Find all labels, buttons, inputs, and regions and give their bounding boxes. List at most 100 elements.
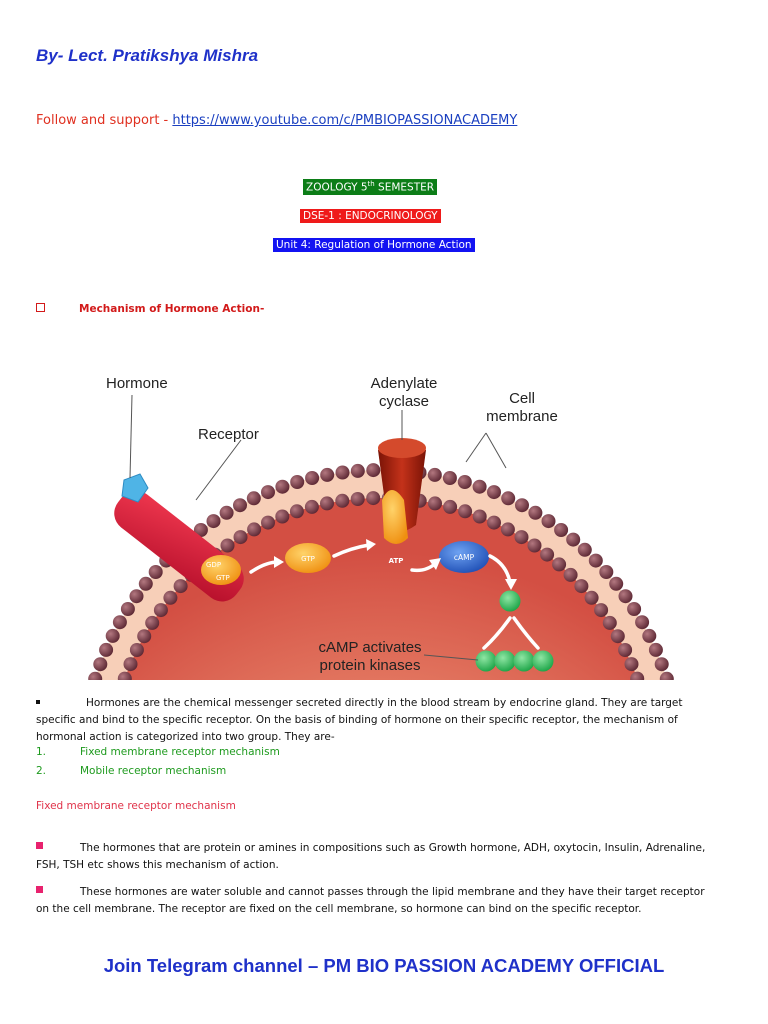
- lipid-head: [247, 522, 262, 537]
- lipid-head: [540, 547, 555, 562]
- lipid-head: [618, 589, 633, 604]
- lipid-head: [366, 463, 381, 478]
- lipid-head: [220, 538, 235, 553]
- lipid-head: [163, 590, 178, 605]
- lipid-head: [541, 514, 556, 529]
- lipid-head: [123, 657, 138, 672]
- lipid-head: [654, 657, 669, 672]
- lipid-head: [487, 515, 501, 530]
- lipid-head: [261, 515, 275, 530]
- follow-label: Follow and support -: [36, 113, 173, 128]
- lipid-head: [233, 530, 248, 545]
- list-text: Mobile receptor mechanism: [80, 765, 227, 777]
- list-number: 1.: [36, 746, 47, 758]
- lipid-head: [105, 628, 120, 643]
- lipid-head: [138, 576, 153, 591]
- lipid-head: [233, 498, 247, 513]
- list-item: 1.Fixed membrane receptor mechanism: [36, 746, 280, 758]
- lipid-head: [659, 671, 674, 680]
- lipid-head: [275, 479, 290, 494]
- lipid-head: [635, 615, 650, 630]
- pink-square-bullet-icon: [36, 886, 43, 893]
- checkbox-bullet-icon: [36, 303, 45, 312]
- lipid-head: [442, 471, 457, 485]
- lipid-head: [148, 565, 163, 579]
- course-tag: DSE-1 : ENDOCRINOLOGY: [300, 209, 441, 223]
- membrane-pointers: [465, 432, 507, 469]
- lipid-head: [563, 567, 578, 582]
- lipid-head: [515, 498, 529, 513]
- lipid-head: [246, 491, 261, 506]
- lipid-head: [304, 499, 319, 514]
- lipid-head: [501, 491, 516, 506]
- telegram-footer: Join Telegram channel – PM BIO PASSION A…: [103, 955, 665, 976]
- lipid-head: [320, 467, 335, 482]
- lipid-head: [554, 523, 569, 537]
- lipid-head: [472, 479, 487, 494]
- lipid-head: [588, 553, 603, 568]
- point-paragraph: The hormones that are protein or amines …: [36, 840, 716, 874]
- subheading: Fixed membrane receptor mechanism: [36, 800, 236, 812]
- cell-membrane: [88, 463, 674, 680]
- lipid-head: [153, 603, 168, 618]
- lipid-head: [630, 671, 645, 680]
- arrow-heads: [274, 539, 517, 590]
- figure-labels: Hormone Receptor Adenylate cyclase Cell …: [106, 375, 558, 674]
- lipid-head: [610, 629, 625, 644]
- lipid-head: [275, 509, 290, 524]
- intro-text: Hormones are the chemical messenger secr…: [36, 697, 683, 743]
- lipid-head: [350, 463, 365, 478]
- lipid-head: [137, 629, 152, 644]
- lipid-head: [527, 538, 542, 553]
- receptor-text: Receptor: [198, 426, 259, 443]
- g-protein: GDP GTP: [201, 555, 241, 585]
- lipid-head: [145, 615, 160, 630]
- hormone-molecule: [121, 394, 149, 503]
- semester-tag: ZOOLOGY 5th SEMESTER: [303, 179, 438, 195]
- lipid-head: [290, 475, 305, 489]
- lipid-head: [624, 657, 639, 672]
- gtp-label: GTP: [301, 555, 315, 563]
- point-text: The hormones that are protein or amines …: [36, 842, 706, 871]
- camp-molecule: cAMP: [439, 541, 489, 573]
- lipid-head: [93, 657, 108, 672]
- lipid-head: [594, 603, 609, 618]
- hormone-mechanism-figure: GDP GTP GTP ATP cAMP: [88, 375, 674, 680]
- lipid-head: [261, 485, 275, 500]
- gdp-label: GDP: [206, 561, 221, 569]
- unit-tag: Unit 4: Regulation of Hormone Action: [273, 238, 475, 252]
- lipid-head: [366, 491, 381, 506]
- lipid-head: [427, 467, 442, 482]
- hormone-text: Hormone: [106, 375, 168, 392]
- lipid-head: [173, 579, 188, 594]
- lipid-head: [566, 532, 581, 547]
- section-title: Mechanism of Hormone Action-: [79, 303, 265, 315]
- adenylate-text: Adenylate: [371, 375, 438, 392]
- lipid-head: [443, 499, 458, 514]
- semester-tag-text-end: SEMESTER: [374, 181, 435, 194]
- pink-square-bullet-icon: [36, 842, 43, 849]
- youtube-link[interactable]: https://www.youtube.com/c/PMBIOPASSIONAC…: [172, 113, 518, 128]
- lipid-head: [219, 505, 234, 520]
- protein-kinases: [423, 590, 554, 672]
- lipid-head: [117, 671, 132, 680]
- lipid-head: [457, 475, 472, 489]
- lipid-head: [472, 509, 487, 524]
- lipid-head: [120, 602, 135, 616]
- lipid-head: [574, 579, 589, 594]
- lipid-head: [428, 496, 442, 511]
- lipid-head: [584, 590, 599, 605]
- protein-kinases-text: protein kinases: [320, 657, 421, 674]
- lipid-head: [642, 628, 657, 643]
- lipid-head: [602, 615, 617, 630]
- atp-label: ATP: [389, 557, 404, 565]
- point-paragraph: These hormones are water soluble and can…: [36, 884, 716, 918]
- intro-paragraph: Hormones are the chemical messenger secr…: [36, 695, 716, 746]
- lipid-head: [618, 643, 633, 657]
- adenylate-cyclase: [378, 410, 426, 544]
- lipid-head: [528, 505, 543, 520]
- lipid-head: [500, 522, 515, 537]
- lipid-head: [305, 471, 320, 485]
- point-text: These hormones are water soluble and can…: [36, 886, 705, 915]
- lipid-head: [458, 504, 473, 519]
